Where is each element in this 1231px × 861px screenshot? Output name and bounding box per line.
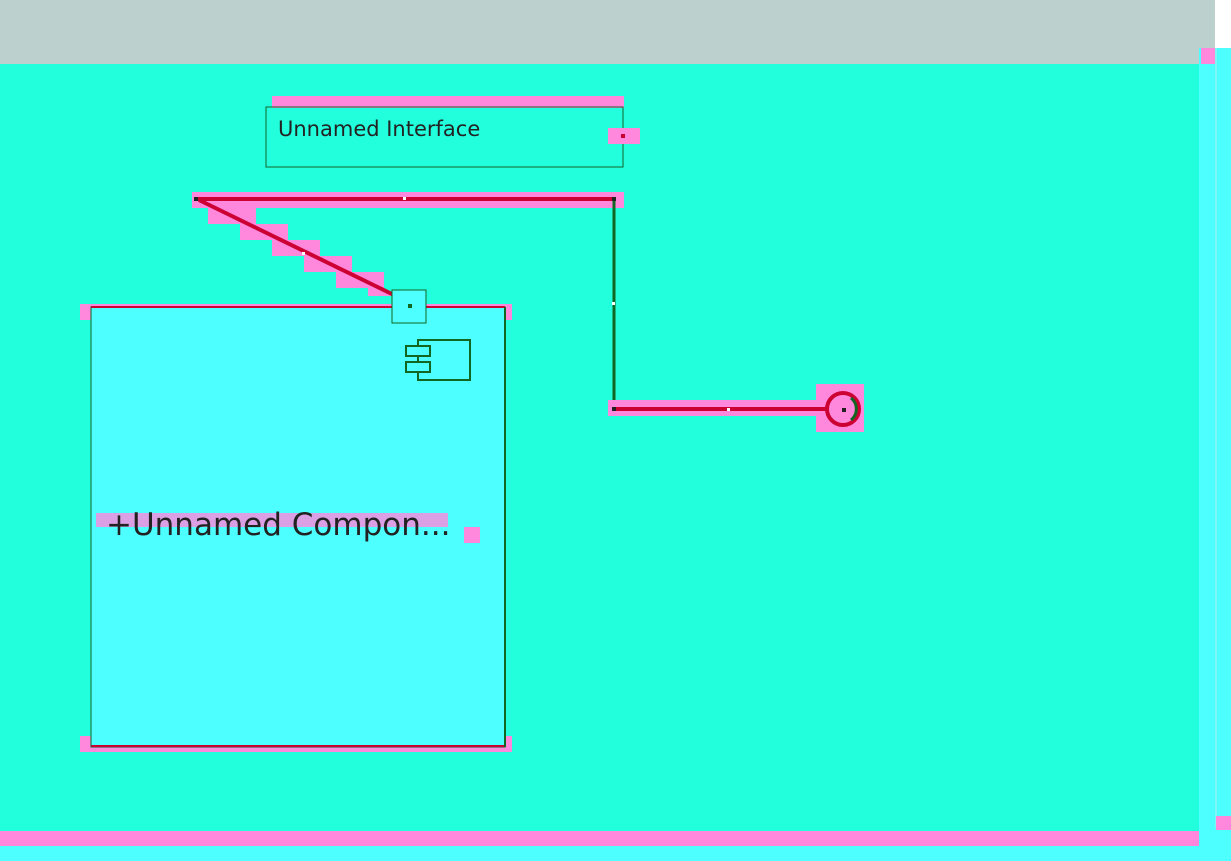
diagram-layer (80, 96, 864, 752)
component-label-selection (96, 513, 448, 527)
connector-diagonal-line[interactable] (198, 198, 397, 298)
horizontal-scrollbar[interactable] (0, 831, 1199, 861)
connector-bottom-start[interactable] (612, 407, 616, 411)
lollipop-point[interactable] (842, 408, 846, 412)
lollipop-interface-circle[interactable] (825, 391, 861, 427)
scroll-up-button[interactable] (1201, 48, 1215, 64)
component-element[interactable] (80, 289, 512, 752)
horizontal-scroll-thumb[interactable] (0, 831, 1199, 846)
interface-selection-bar (272, 96, 624, 108)
connector-bottom[interactable] (608, 384, 864, 432)
connector-corner-point[interactable] (612, 197, 616, 201)
connector-top[interactable] (192, 192, 624, 298)
connector-mid-point[interactable] (403, 197, 406, 200)
connector-bend-point[interactable] (194, 197, 198, 201)
component-label-handle[interactable] (464, 527, 480, 543)
vertical-scroll-track[interactable] (1215, 48, 1217, 828)
connector-vertical[interactable] (612, 201, 616, 408)
connector-vertical-mid[interactable] (612, 302, 615, 305)
toolbar-corner (1215, 0, 1231, 48)
connector-diagonal-mid[interactable] (302, 252, 305, 255)
connector-bottom-mid[interactable] (727, 408, 730, 411)
lollipop-inner-arc (849, 396, 858, 422)
component-stereotype-icon (405, 339, 471, 381)
component-port-point[interactable] (408, 304, 412, 308)
interface-handle-point[interactable] (621, 134, 625, 138)
scroll-down-button[interactable] (1216, 816, 1231, 830)
interface-element[interactable] (265, 96, 640, 168)
toolbar-area (0, 0, 1215, 64)
interface-name-label[interactable]: Unnamed Interface (278, 117, 481, 141)
component-name-label[interactable]: +Unnamed Compon... (106, 507, 451, 543)
